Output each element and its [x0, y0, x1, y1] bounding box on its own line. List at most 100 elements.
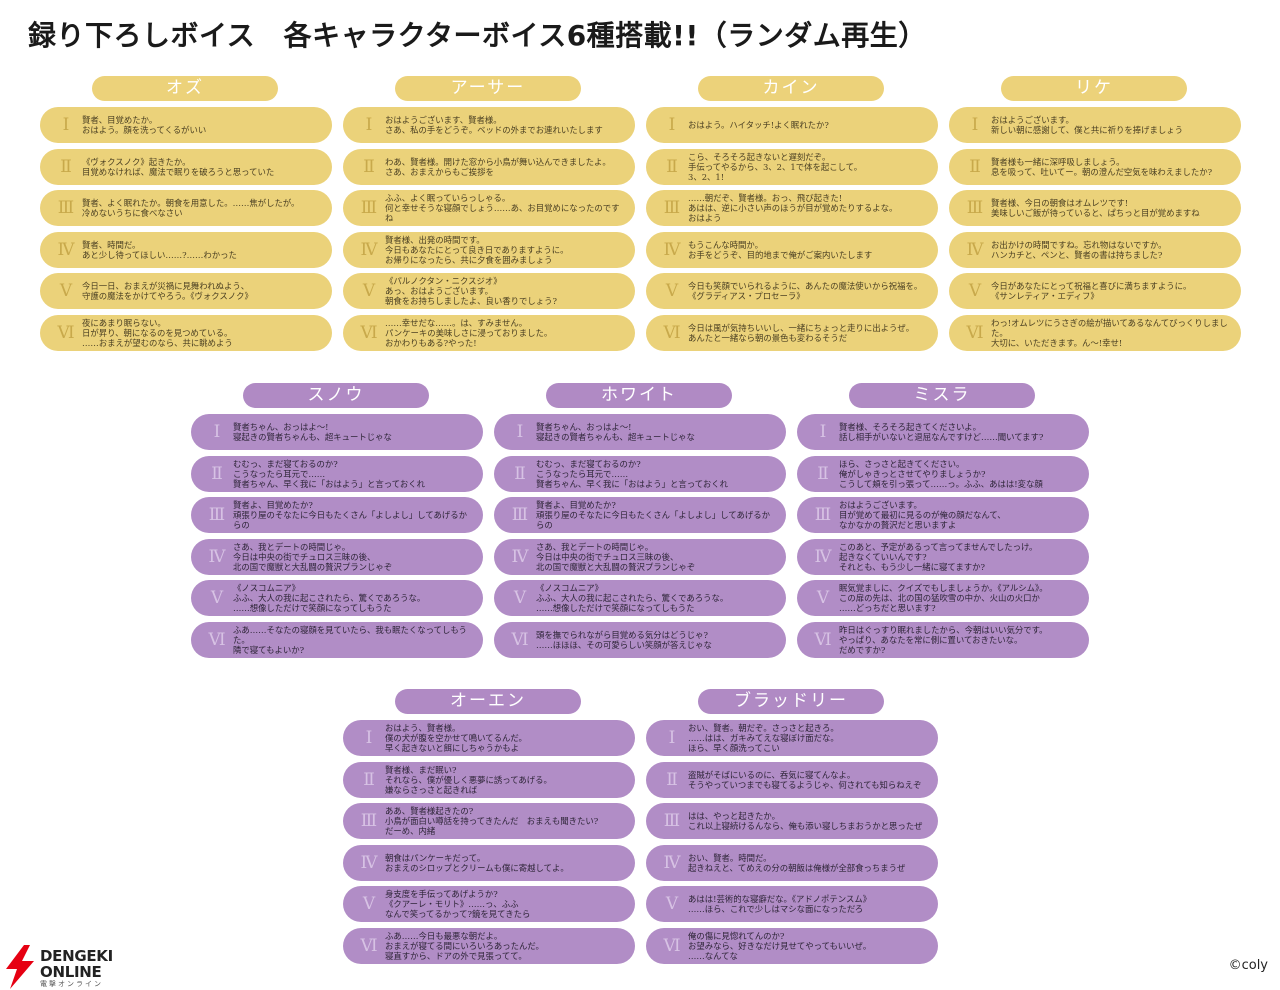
voice-line-text: 賢者よ、目覚めたか? 頑張り屋のそなたに今日もたくさん「よしよし」してあげるから…: [233, 500, 467, 530]
voice-line-number: Ⅱ: [666, 156, 678, 177]
character-name-header: オーエン: [395, 689, 581, 714]
voice-line-number: Ⅲ: [663, 198, 681, 218]
voice-line-text: ふふ、よく眠っていらっしゃる。 何と幸せそうな寝顔でしょう……あ、お目覚めになっ…: [385, 193, 620, 223]
voice-line: Ⅴ 《ノスコムニア》 ふふ、大人の我に起こされたら、驚くであろうな。 ……想像した…: [494, 580, 786, 616]
voice-line-text: 今日は風が気持ちいいし、一緒にちょっと走りに出ようぜ。 あんたと一緒なら朝の景色…: [688, 322, 915, 343]
voice-line-number: Ⅳ: [814, 546, 832, 567]
voice-line: Ⅱ こら、そろそろ起きないと遅刻だぞ。 手伝ってやるから、3、2、1で体を起こして…: [646, 148, 938, 185]
voice-line-number: Ⅲ: [966, 198, 984, 218]
voice-line-text: こら、そろそろ起きないと遅刻だぞ。 手伝ってやるから、3、2、1で体を起こして。…: [688, 151, 863, 182]
voice-line-number: Ⅰ: [365, 728, 373, 748]
voice-line-text: 眠気覚ましに、クイズでもしましょうか。《アルシム》。 この扉の先は、北の国の猛吹…: [839, 583, 1048, 613]
voice-line: Ⅴ 眠気覚ましに、クイズでもしましょうか。《アルシム》。 この扉の先は、北の国の猛…: [797, 580, 1089, 616]
voice-line-number: Ⅲ: [511, 505, 529, 525]
voice-line-text: おはようございます。 目が覚めて最初に見るのが俺の顔だなんて、 なかなかの贅沢だ…: [839, 500, 1006, 530]
voice-line-text: 賢者様、そろそろ起きてくださいよ。 話し相手がいないと退屈なんですけど……聞いて…: [839, 422, 1044, 442]
logo-line2: ONLINE: [40, 963, 102, 981]
voice-line-text: 昨日はぐっすり眠れましたから、今朝はいい気分です。 やっぱり、あなたを常に側に置…: [839, 624, 1048, 655]
character-name-header: オズ: [92, 76, 278, 101]
voice-line-text: ふあ……今日も最悪な朝だよ。 おまえが寝てる間にいろいろあったんだ。 寝直すから…: [385, 930, 544, 961]
voice-line-text: あはは!芸術的な寝癖だな。《アドノポテンスム》 ……ほら、これで少しはマシな面に…: [688, 894, 872, 914]
voice-line-text: 《ノスコムニア》 ふふ、大人の我に起こされたら、驚くであろうな。 ……想像しただ…: [536, 583, 729, 613]
voice-line-text: お出かけの時間ですね。忘れ物はないですか。 ハンカチと、ペンと、賢者の書は持ちま…: [991, 239, 1167, 260]
voice-line-text: 賢者ちゃん、おっはよ～! 寝起きの賢者ちゃんも、超キュートじゃな: [233, 422, 392, 442]
voice-line-text: 賢者、時間だ。 あと少し待ってほしい……?……わかった: [82, 239, 237, 260]
voice-line-number: Ⅵ: [360, 935, 378, 956]
voice-line-text: わあ、賢者様。開けた窓から小鳥が舞い込んできましたよ。 さあ、おまえからもご挨拶…: [385, 156, 611, 177]
voice-line-text: ふあ……そなたの寝顔を見ていたら、我も眠たくなってしもうた。 隣で寝てもよいか?: [233, 624, 467, 655]
voice-line-text: 賢者、よく眠れたか。朝食を用意した。……焦がしたが。 冷めないうちに食べなさい: [82, 198, 300, 218]
voice-line-text: おはよう。ハイタッチ!よく眠れたか?: [688, 120, 829, 130]
voice-line-number: Ⅰ: [516, 422, 524, 442]
voice-line-number: Ⅳ: [208, 546, 226, 567]
voice-line-number: Ⅴ: [59, 281, 73, 301]
voice-line: Ⅳ このあと、予定があるって言ってませんでしたっけ。 起きなくていいんです? それ…: [797, 538, 1089, 575]
voice-line-number: Ⅰ: [62, 115, 70, 135]
voice-line-number: Ⅴ: [665, 281, 679, 301]
voice-line-text: わっ!オムレツにうさぎの絵が描いてあるなんてびっくりしました。 大切に、いただき…: [991, 317, 1228, 348]
voice-line-text: 《ノスコムニア》 ふふ、大人の我に起こされたら、驚くであろうな。 ……想像しただ…: [233, 583, 426, 613]
voice-line-number: Ⅱ: [666, 769, 678, 790]
character-name-header: アーサー: [395, 76, 581, 101]
voice-line-text: おはようございます。 新しい朝に感謝して、僕と共に祈りを捧げましょう: [991, 115, 1183, 135]
voice-line-number: Ⅲ: [360, 198, 378, 218]
voice-line-number: Ⅳ: [57, 239, 75, 260]
voice-line: Ⅰ おはようございます。 新しい朝に感謝して、僕と共に祈りを捧げましょう: [949, 107, 1241, 143]
voice-line: Ⅲ ふふ、よく眠っていらっしゃる。 何と幸せそうな寝顔でしょう……あ、お目覚めにな…: [343, 190, 635, 226]
character-name-header: カイン: [698, 76, 884, 101]
voice-line-number: Ⅲ: [663, 811, 681, 831]
voice-line-text: おい、賢者。朝だぞ。さっさと起きろ。 ……はは、ガキみてえな寝ぼけ面だな。 ほら…: [688, 723, 839, 753]
voice-line: Ⅵ……幸せだな……。は、すみません。 パンケーキの美味しさに浸っておりました。 …: [343, 314, 635, 351]
voice-line-number: Ⅱ: [363, 769, 375, 790]
voice-line-number: Ⅵ: [663, 935, 681, 956]
voice-line-number: Ⅱ: [969, 156, 981, 177]
voice-line-number: Ⅲ: [814, 505, 832, 525]
voice-line-number: Ⅴ: [513, 588, 527, 608]
voice-line-number: Ⅴ: [362, 281, 376, 301]
voice-line-text: 夜にあまり眠らない。 日が昇り、朝になるのを見つめている。 ……おまえが望むのな…: [82, 317, 233, 348]
dengeki-online-logo: DENGEKI ONLINE 電撃オンライン: [2, 945, 124, 989]
voice-line-number: Ⅱ: [211, 463, 223, 484]
voice-line: Ⅳ さあ、我とデートの時間じゃ。 今日は中央の街でチュロス三昧の後、 北の国で魔獣…: [494, 538, 786, 575]
voice-line-number: Ⅰ: [668, 115, 676, 135]
voice-line-number: Ⅰ: [365, 115, 373, 135]
lightning-bolt-icon: [6, 945, 34, 989]
character-name-header: スノウ: [243, 383, 429, 408]
logo-line3: 電撃オンライン: [40, 980, 103, 988]
voice-line-text: このあと、予定があるって言ってませんでしたっけ。 起きなくていいんです? それと…: [839, 541, 1038, 572]
voice-line-number: Ⅳ: [663, 852, 681, 873]
voice-line: Ⅵ ふあ……今日も最悪な朝だよ。 おまえが寝てる間にいろいろあったんだ。 寝直すか…: [343, 927, 635, 964]
page-title: 録り下ろしボイス 各キャラクターボイス6種搭載!!（ランダム再生）: [28, 19, 927, 52]
voice-line-text: 賢者様、今日の朝食はオムレツです! 美味しいご飯が待っていると、ぱちっと目が覚め…: [991, 198, 1200, 218]
voice-line-number: Ⅴ: [816, 588, 830, 608]
voice-line-text: さあ、我とデートの時間じゃ。 今日は中央の街でチュロス三昧の後、 北の国で魔獣と…: [536, 541, 696, 572]
voice-line-text: 今日があなたにとって祝福と喜びに満ちますように。 《サンレティア・エディフ》: [991, 281, 1192, 301]
voice-line-number: Ⅳ: [511, 546, 529, 567]
copyright-text: ©coly: [1228, 958, 1268, 973]
voice-line-number: Ⅴ: [665, 894, 679, 914]
voice-line-text: 身支度を手伝ってあげようか? 《クアーレ・モリト》……っ、ふふ なんで笑ってるか…: [385, 889, 531, 919]
voice-line-text: 今日一日、おまえが災禍に見舞われぬよう、 守護の魔法をかけてやろう。《ヴォクスノ…: [82, 281, 253, 301]
voice-line-number: Ⅰ: [971, 115, 979, 135]
voice-line-number: Ⅰ: [668, 728, 676, 748]
character-card: カイン Ⅰ おはよう。ハイタッチ!よく眠れたか? Ⅱ こら、そろそろ起きないと遅刻だぞ。…: [646, 76, 938, 356]
